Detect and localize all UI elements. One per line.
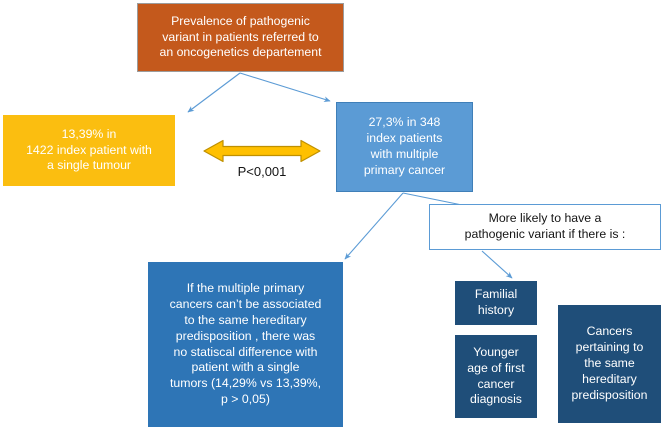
node-cancers-same-hereditary-predisposition[interactable]: Cancers pertaining to the same hereditar…: [558, 305, 661, 423]
node-no-statistical-difference[interactable]: If the multiple primary cancers can’t be…: [148, 262, 343, 427]
connector-root-to-multiple-primary: [239, 72, 331, 102]
pvalue-label: P<0,001: [237, 164, 287, 179]
connector-root-to-single-tumour: [187, 72, 241, 113]
double-headed-arrow-icon: [203, 139, 321, 163]
node-single-tumour-prevalence[interactable]: 13,39% in 1422 index patient with a sing…: [3, 115, 175, 186]
node-more-likely-criteria[interactable]: More likely to have a pathogenic variant…: [429, 204, 661, 250]
connector-multiple-primary-to-no-difference: [344, 192, 404, 260]
node-familial-history[interactable]: Familial history: [455, 281, 537, 325]
node-root-prevalence[interactable]: Prevalence of pathogenic variant in pati…: [137, 3, 344, 72]
node-multiple-primary-cancer-prevalence[interactable]: 27,3% in 348 index patients with multipl…: [336, 102, 473, 192]
connector-more-likely-to-factors: [481, 250, 513, 279]
node-younger-age-first-cancer-diagnosis[interactable]: Younger age of first cancer diagnosis: [455, 335, 537, 418]
